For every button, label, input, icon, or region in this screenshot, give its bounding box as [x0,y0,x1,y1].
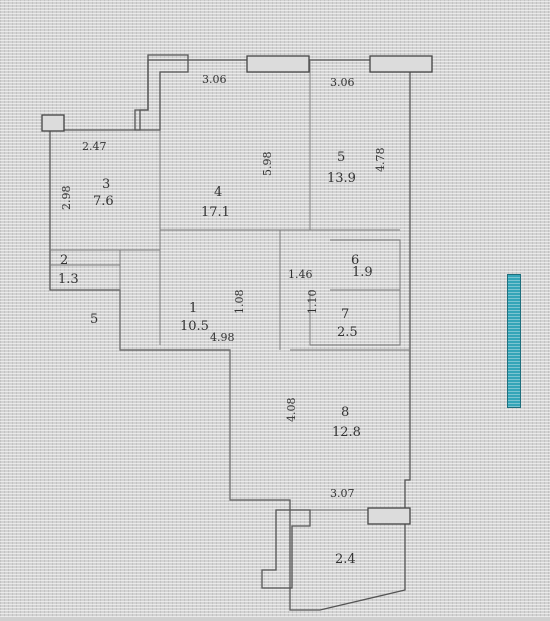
dim-hall-v1: 1.08 [233,290,246,315]
room-7-area: 2.5 [337,325,358,340]
dim-hall-h: 1.46 [288,268,313,281]
balcony-step [134,54,189,131]
interior-wall [309,239,401,346]
room-1-number: 1 [189,301,197,316]
room-2-number: 2 [60,253,68,268]
room-3-number: 3 [102,177,110,192]
room-1-area: 10.5 [180,319,209,334]
dim-left-upper: 2.47 [82,140,107,153]
dim-corridor-v: 4.08 [285,398,298,423]
room-4-area: 17.1 [201,205,230,220]
dim-top-left: 3.06 [202,73,227,86]
dim-room4-right: 5.98 [261,152,274,177]
room-5-number: 5 [337,150,345,165]
dim-room5-right: 4.78 [374,148,387,173]
vertical-scrollbar[interactable] [507,274,521,408]
room-6-area: 1.9 [352,265,373,280]
window [246,55,310,73]
dim-left-vertical: 2.98 [60,186,73,211]
room-7-number: 7 [341,307,349,322]
room-8-area: 12.8 [332,425,361,440]
dim-hall-bottom: 4.98 [210,331,235,344]
window [369,55,433,73]
extra-label: 5 [90,312,98,327]
room-4-number: 4 [214,185,222,200]
window [41,114,65,132]
dim-bottom-right: 3.07 [330,487,355,500]
dim-hall-v2: 1.10 [306,290,319,315]
dim-top-right: 3.06 [330,76,355,89]
room-6-number: 6 [351,253,359,268]
room-3-area: 7.6 [93,194,114,209]
room-9-area: 2.4 [335,552,356,567]
room-8-number: 8 [341,405,349,420]
window [367,507,411,525]
room-5-area: 13.9 [327,171,356,186]
room-2-area: 1.3 [58,272,79,287]
entrance-step [261,509,311,589]
